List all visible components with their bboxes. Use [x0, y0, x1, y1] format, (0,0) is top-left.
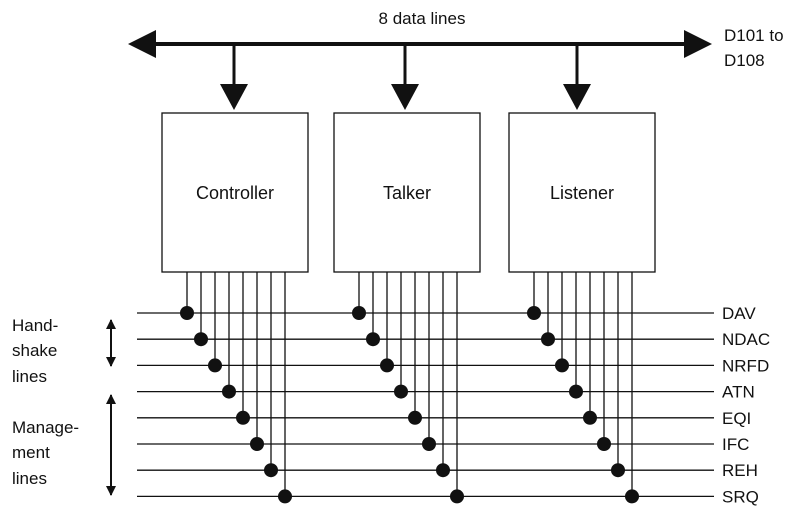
- controller-label: Controller: [196, 183, 274, 203]
- talker-junction-dav: [352, 306, 366, 320]
- signal-line-label-nrfd: NRFD: [722, 356, 769, 375]
- signal-line-label-ifc: IFC: [722, 435, 749, 454]
- bus-label: 8 data lines: [379, 9, 466, 28]
- listener-label: Listener: [550, 183, 614, 203]
- talker-junction-atn: [394, 384, 408, 399]
- controller-junction-ifc: [250, 437, 264, 451]
- signal-lines: [137, 312, 714, 498]
- controller-junction-dav: [180, 306, 194, 320]
- talker-junction-srq: [450, 489, 464, 504]
- talker-junction-nrfd: [380, 358, 394, 373]
- talker-junction-ifc: [422, 437, 436, 451]
- signal-line-label-dav: DAV: [722, 304, 756, 323]
- bus-end-label-line1: D101 to: [724, 26, 784, 45]
- management-group: Manage- ment lines: [12, 394, 116, 496]
- signal-line-labels: DAV NDAC NRFD ATN EQI IFC REH SRQ: [722, 304, 770, 506]
- listener-junction-ifc: [597, 437, 611, 451]
- bus-drop-arrows: [220, 44, 591, 110]
- listener-box: [508, 112, 656, 273]
- device-controller: Controller: [161, 112, 309, 273]
- listener-junction-reh: [611, 463, 625, 478]
- management-label-line1: Manage-: [12, 418, 79, 437]
- device-talker: Talker: [333, 112, 481, 273]
- talker-label: Talker: [383, 183, 431, 203]
- management-label-line2: ment: [12, 443, 50, 462]
- talker-drop-arrowhead: [391, 84, 419, 110]
- listener-junction-dav: [527, 306, 541, 320]
- bus-left-arrowhead: [128, 30, 156, 58]
- listener-junction-nrfd: [555, 358, 569, 373]
- listener-junction-ndac: [541, 332, 555, 347]
- handshake-label-line1: Hand-: [12, 316, 58, 335]
- management-label-line3: lines: [12, 469, 47, 488]
- controller-junction-eqi: [236, 410, 250, 425]
- data-bus: 8 data lines D101 to D108: [128, 9, 784, 70]
- handshake-label-line3: lines: [12, 367, 47, 386]
- device-taps: [180, 272, 639, 504]
- signal-line-label-ndac: NDAC: [722, 330, 770, 349]
- talker-junction-eqi: [408, 410, 422, 425]
- bus-right-arrowhead: [684, 30, 712, 58]
- bus-end-label-line2: D108: [724, 51, 765, 70]
- listener-drop-arrowhead: [563, 84, 591, 110]
- listener-junction-eqi: [583, 410, 597, 425]
- signal-line-label-atn: ATN: [722, 383, 755, 402]
- controller-junction-reh: [264, 463, 278, 478]
- controller-junction-ndac: [194, 332, 208, 347]
- talker-junction-ndac: [366, 332, 380, 347]
- signal-line-label-reh: REH: [722, 461, 758, 480]
- device-listener: Listener: [508, 112, 656, 273]
- listener-junction-srq: [625, 489, 639, 504]
- controller-junction-srq: [278, 489, 292, 504]
- listener-junction-atn: [569, 384, 583, 399]
- controller-box: [161, 112, 309, 273]
- controller-junction-nrfd: [208, 358, 222, 373]
- handshake-group: Hand- shake lines: [12, 316, 116, 386]
- handshake-label-line2: shake: [12, 341, 57, 360]
- controller-junction-atn: [222, 384, 236, 399]
- signal-line-label-eqi: EQI: [722, 409, 751, 428]
- controller-drop-arrowhead: [220, 84, 248, 110]
- signal-line-label-srq: SRQ: [722, 487, 759, 506]
- talker-box: [333, 112, 481, 273]
- talker-junction-reh: [436, 463, 450, 478]
